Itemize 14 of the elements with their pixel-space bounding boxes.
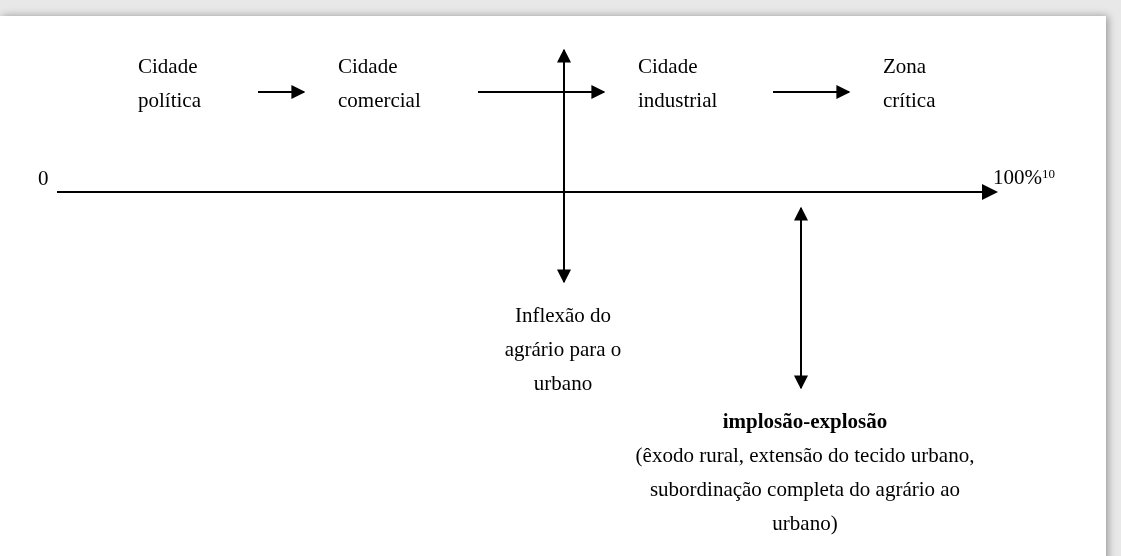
arrow <box>794 206 808 390</box>
arrow <box>257 85 306 99</box>
node-text: Cidade industrial <box>638 53 719 114</box>
axis-label: 0 <box>38 165 49 192</box>
arrow <box>557 48 571 284</box>
node-heading: implosão-explosão <box>721 408 889 435</box>
arrow <box>477 85 606 99</box>
node-text: Zona crítica <box>883 53 937 114</box>
arrow <box>772 85 851 99</box>
node-text: Inflexão do agrário para o urbano <box>503 302 623 397</box>
node-text: (êxodo rural, extensão do tecido urbano, subordinação completa do agrário ao urbano) <box>634 442 976 537</box>
axis-label: 100%$^{10}$ <box>993 164 1055 191</box>
node-text: Cidade comercial <box>338 53 422 114</box>
node-text: Cidade política <box>138 53 202 114</box>
